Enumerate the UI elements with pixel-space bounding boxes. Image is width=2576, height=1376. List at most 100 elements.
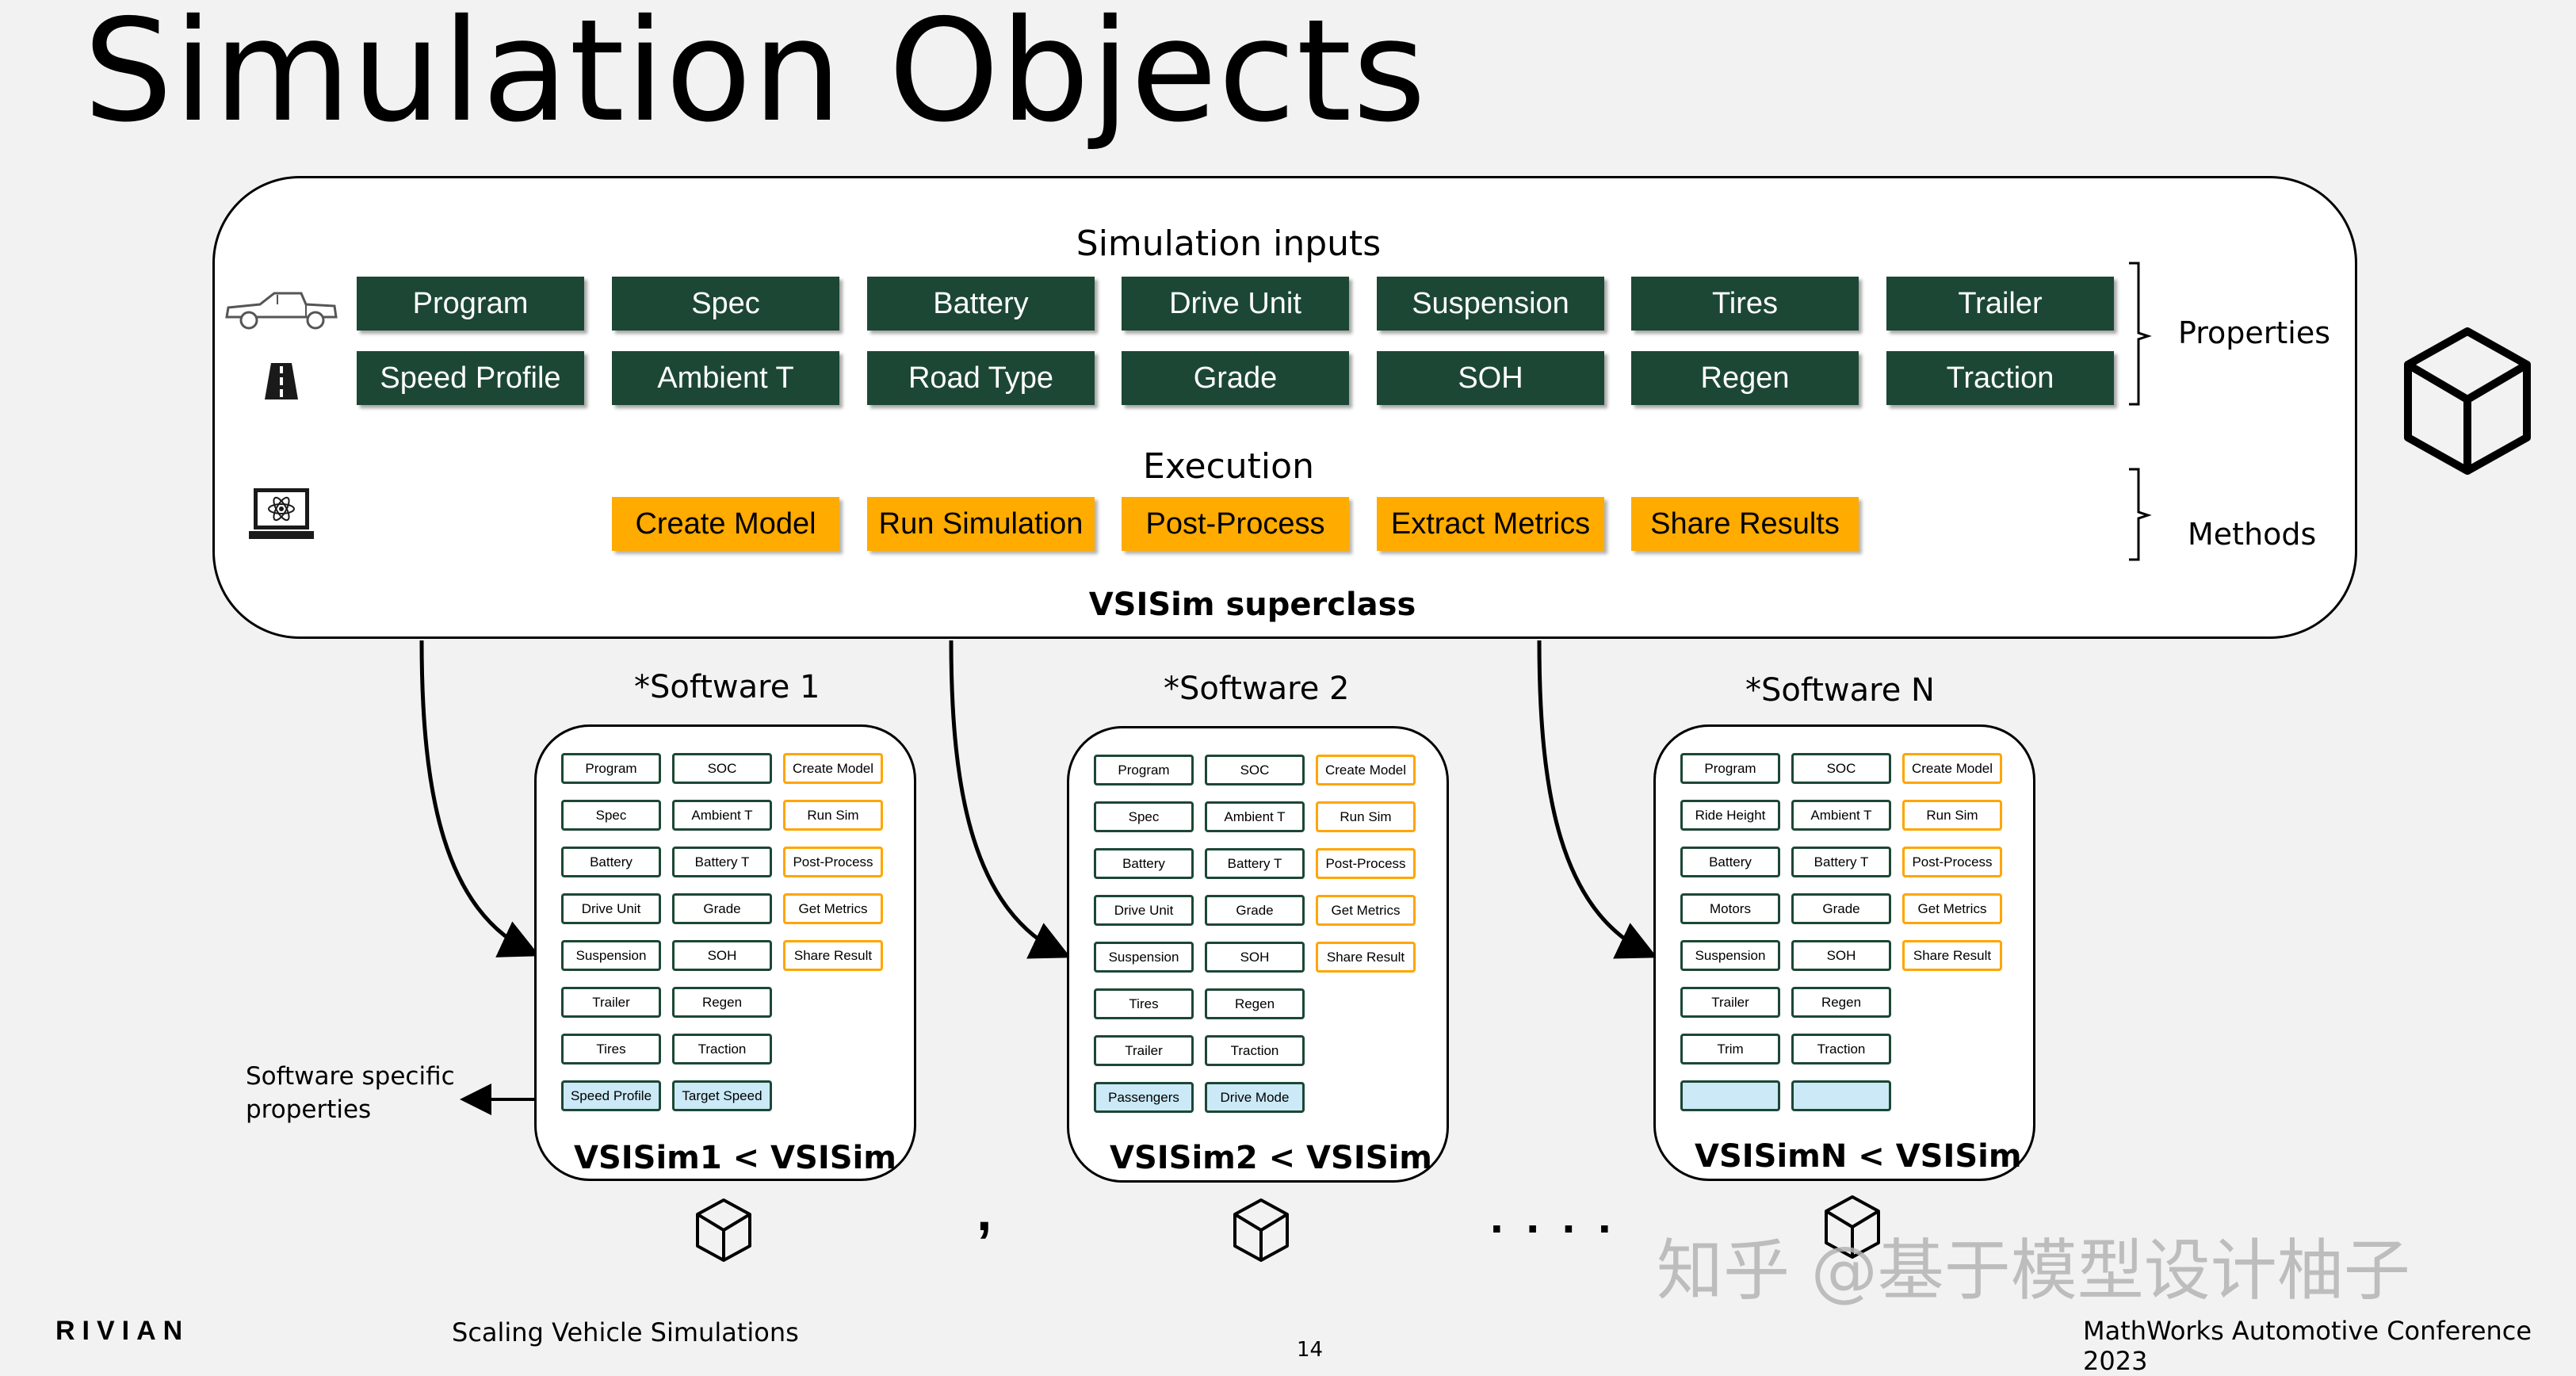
subclass-property-drive-unit: Drive Unit [1094, 895, 1194, 926]
property-chip-battery: Battery [867, 277, 1095, 331]
subclass-property-regen: Regen [1791, 987, 1891, 1018]
specific-property-target-speed: Target Speed [672, 1080, 772, 1111]
subclass-property-regen: Regen [1205, 988, 1305, 1019]
inputs-heading: Simulation inputs [1076, 224, 1382, 264]
subclass-property-spec: Spec [561, 800, 661, 831]
ellipsis-separator: . . . . [1490, 1190, 1616, 1243]
subclass-method-run-sim: Run Sim [783, 800, 883, 831]
subclass-property-grade: Grade [1205, 895, 1305, 926]
subclass-property-suspension: Suspension [561, 940, 661, 971]
subclass-property-program: Program [1094, 755, 1194, 785]
method-chip-extract-metrics: Extract Metrics [1377, 497, 1604, 551]
property-chip-suspension: Suspension [1377, 277, 1604, 331]
property-chip-traction: Traction [1886, 351, 2114, 405]
subclass-method-get-metrics: Get Metrics [1902, 893, 2002, 924]
cube-icon [1233, 1198, 1289, 1262]
subclass-method-run-sim: Run Sim [1902, 800, 2002, 831]
execution-heading: Execution [1143, 446, 1314, 487]
subclass-method-create-model: Create Model [1316, 755, 1416, 785]
subclass-property-soh: SOH [1205, 942, 1305, 973]
subclass-method-share-result: Share Result [1316, 942, 1416, 973]
method-chip-share-results: Share Results [1631, 497, 1859, 551]
property-chip-regen: Regen [1631, 351, 1859, 405]
subclass-property-soh: SOH [672, 940, 772, 971]
subclass-method-share-result: Share Result [783, 940, 883, 971]
annotation-line-2: properties [246, 1095, 372, 1124]
subclass-label-2: VSISim2 < VSISim [1110, 1140, 1432, 1176]
subclass-property-ride-height: Ride Height [1680, 800, 1780, 831]
method-chip-post-process: Post-Process [1122, 497, 1349, 551]
subclass-label-n: VSISimN < VSISim [1695, 1138, 2022, 1175]
superclass-box [212, 176, 2357, 639]
subclass-property-program: Program [1680, 753, 1780, 784]
road-icon [265, 363, 298, 399]
software-n-title: *Software N [1745, 672, 1935, 709]
superclass-label: VSISim superclass [1088, 587, 1416, 623]
arrow-software-2 [949, 640, 1072, 959]
software-2-title: *Software 2 [1164, 671, 1350, 707]
subclass-property-traction: Traction [1791, 1034, 1891, 1064]
brand-logo: RIVIAN [55, 1316, 190, 1346]
page-number: 14 [1297, 1338, 1324, 1362]
property-chip-spec: Spec [612, 277, 839, 331]
subclass-method-get-metrics: Get Metrics [783, 893, 883, 924]
subclass-property-suspension: Suspension [1094, 942, 1194, 973]
method-chip-create-model: Create Model [612, 497, 839, 551]
subclass-property-soc: SOC [672, 753, 772, 784]
subclass-property-battery-t: Battery T [1205, 848, 1305, 879]
methods-label: Methods [2188, 517, 2317, 552]
subclass-property-program: Program [561, 753, 661, 784]
property-chip-speed-profile: Speed Profile [357, 351, 584, 405]
arrow-software-n [1537, 640, 1658, 959]
subclass-property-trim: Trim [1680, 1034, 1780, 1064]
subclass-property-battery: Battery [1094, 848, 1194, 879]
pickup-truck-icon [225, 292, 338, 330]
property-chip-ambient-t: Ambient T [612, 351, 839, 405]
subclass-property-battery: Battery [561, 847, 661, 877]
property-chip-soh: SOH [1377, 351, 1604, 405]
cube-icon [696, 1198, 751, 1262]
subclass-property-traction: Traction [1205, 1035, 1305, 1066]
subclass-property-drive-unit: Drive Unit [561, 893, 661, 924]
subclass-property-regen: Regen [672, 987, 772, 1018]
property-chip-grade: Grade [1122, 351, 1349, 405]
method-chip-run-simulation: Run Simulation [867, 497, 1095, 551]
specific-property-placeholder [1680, 1080, 1780, 1111]
subclass-property-battery-t: Battery T [672, 847, 772, 877]
subclass-property-battery-t: Battery T [1791, 847, 1891, 877]
properties-bracket [2129, 262, 2152, 561]
software-1-title: *Software 1 [634, 669, 820, 705]
subclass-property-trailer: Trailer [561, 987, 661, 1018]
specific-property-placeholder [1791, 1080, 1891, 1111]
subclass-property-battery: Battery [1680, 847, 1780, 877]
subclass-method-get-metrics: Get Metrics [1316, 895, 1416, 926]
property-chip-tires: Tires [1631, 277, 1859, 331]
comma-separator: , [977, 1180, 992, 1242]
properties-label: Properties [2178, 315, 2331, 350]
property-chip-program: Program [357, 277, 584, 331]
watermark: 知乎 @基于模型设计柚子 [1657, 1232, 2410, 1309]
subclass-method-run-sim: Run Sim [1316, 801, 1416, 832]
subclass-property-ambient-t: Ambient T [1791, 800, 1891, 831]
subclass-property-soc: SOC [1791, 753, 1891, 784]
subclass-property-ambient-t: Ambient T [1205, 801, 1305, 832]
cube-icon [2404, 327, 2531, 475]
page-title: Simulation Objects [83, 0, 1428, 153]
subclass-property-traction: Traction [672, 1034, 772, 1064]
specific-property-passengers: Passengers [1094, 1082, 1194, 1113]
property-chip-drive-unit: Drive Unit [1122, 277, 1349, 331]
subclass-method-create-model: Create Model [783, 753, 883, 784]
property-chip-trailer: Trailer [1886, 277, 2114, 331]
subclass-property-motors: Motors [1680, 893, 1780, 924]
subclass-property-tires: Tires [1094, 988, 1194, 1019]
subclass-property-grade: Grade [672, 893, 772, 924]
arrow-software-1 [419, 640, 541, 957]
subclass-method-create-model: Create Model [1902, 753, 2002, 784]
annotation-line-1: Software specific [246, 1062, 455, 1091]
subclass-property-soc: SOC [1205, 755, 1305, 785]
footer-center-text: Scaling Vehicle Simulations [452, 1317, 799, 1347]
property-chip-road-type: Road Type [867, 351, 1095, 405]
subclass-label-1: VSISim1 < VSISim [574, 1140, 896, 1176]
subclass-property-grade: Grade [1791, 893, 1891, 924]
subclass-method-post-process: Post-Process [783, 847, 883, 877]
